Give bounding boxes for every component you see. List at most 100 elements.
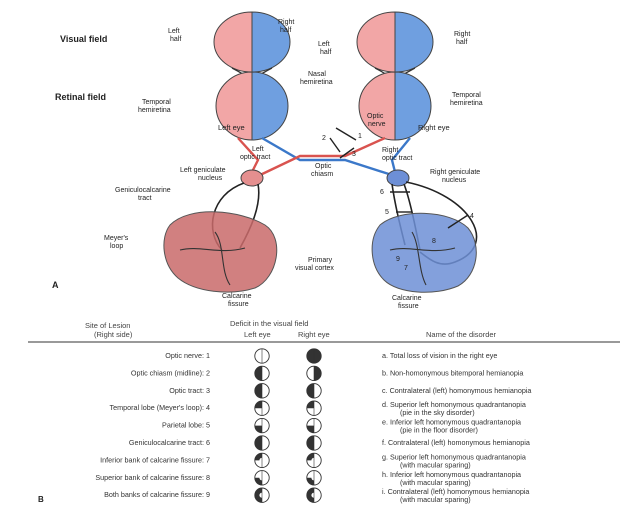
optic-chiasm-label-2: chiasm (311, 171, 333, 178)
row-disorder: g. Superior left homonymous quadrantanop… (382, 452, 526, 461)
lesion-number-7: 7 (404, 265, 408, 272)
col-disorder-header: Name of the disorder (426, 330, 497, 339)
col-left-eye-header: Left eye (244, 330, 271, 339)
optic-nerve-label: Optic (367, 113, 384, 120)
row-disorder: i. Contralateral (left) homonymous hemia… (382, 487, 529, 496)
left-lgn (240, 169, 264, 187)
left-half-label-2: half (170, 36, 181, 43)
row-disorder: a. Total loss of vision in the right eye (382, 351, 497, 360)
row-disorder-note: (with macular sparing) (400, 495, 471, 504)
panel-b-label: B (38, 495, 44, 504)
left-eye-field-icon (254, 400, 270, 416)
col-right-eye-header: Right eye (298, 330, 330, 339)
left-half-label-r: Left (318, 41, 330, 48)
right-lgn-label-2: nucleus (442, 177, 467, 184)
deficit-table: Optic nerve: 1 a. Total loss of vision in… (95, 348, 531, 504)
nasal-hemiretina-label: Nasal (308, 71, 326, 78)
calcarine-right-label: Calcarine (392, 295, 422, 302)
visual-field-left-eye (213, 11, 291, 73)
row-site: Parietal lobe: 5 (162, 421, 210, 430)
col-site-header-2: (Right side) (94, 330, 133, 339)
temporal-hemiretina-right: Temporal (452, 92, 481, 99)
row-site: Superior bank of calcarine fissure: 8 (95, 473, 210, 482)
left-eye-field-icon (254, 365, 270, 382)
right-lgn-label: Right geniculate (430, 169, 480, 176)
panel-a-label: A (52, 280, 59, 290)
calcarine-left-label-2: fissure (228, 301, 249, 308)
temporal-hemiretina-left: Temporal (142, 99, 171, 106)
right-eye-field-icon (306, 348, 322, 364)
left-eye-field-icon (254, 470, 270, 486)
col-site-header: Site of Lesion (85, 321, 130, 330)
temporal-hemiretina-right-2: hemiretina (450, 100, 483, 107)
right-optic-tract-label: Right (382, 147, 398, 154)
right-half-label-r2: half (456, 39, 467, 46)
row-disorder-note: (pie in the sky disorder) (400, 408, 475, 417)
calcarine-left-label: Calcarine (222, 293, 252, 300)
left-half-label: Left (168, 28, 180, 35)
lesion-number-1: 1 (358, 133, 362, 140)
right-visual-cortex (371, 212, 477, 293)
right-eye-field-icon (306, 487, 322, 503)
left-eye-field-icon (254, 435, 270, 451)
row-disorder: c. Contralateral (left) homonymous hemia… (382, 386, 531, 395)
optic-nerve-label-2: nerve (368, 121, 386, 128)
right-eye-field-icon (306, 452, 322, 469)
visual-field-right-eye (356, 11, 434, 73)
left-optic-tract-label: Left (252, 146, 264, 153)
left-lgn-label: Left geniculate (180, 167, 226, 174)
primary-visual-cortex-label-2: visual cortex (295, 265, 334, 272)
right-optic-tract-label-2: optic tract (382, 155, 412, 162)
retinal-field-label: Retinal field (55, 92, 106, 102)
left-eye-field-icon (254, 417, 270, 434)
geniculocalcarine-label-2: tract (138, 195, 152, 202)
table-row: Optic nerve: 1 a. Total loss of vision in… (165, 348, 497, 364)
row-site: Temporal lobe (Meyer's loop): 4 (110, 403, 210, 412)
col-deficit-header: Deficit in the visual field (230, 319, 308, 328)
row-site: Optic nerve: 1 (165, 351, 210, 360)
left-eye-field-icon (254, 383, 270, 399)
right-half-label-2: half (280, 27, 291, 34)
calcarine-right-label-2: fissure (398, 303, 419, 310)
row-disorder: d. Superior left homonymous quadrantanop… (382, 400, 526, 409)
lesion-number-8: 8 (432, 238, 436, 245)
table-row: Parietal lobe: 5 e. Inferior left homonym… (162, 418, 521, 435)
lesion-number-6: 6 (380, 189, 384, 196)
row-disorder-note: (with macular sparing) (400, 460, 471, 469)
right-eye-field-icon (306, 365, 322, 382)
meyers-loop-label-2: loop (110, 243, 123, 250)
nasal-hemiretina-label-2: hemiretina (300, 79, 333, 86)
right-eye-field-icon (306, 383, 322, 399)
primary-visual-cortex-label: Primary (308, 257, 333, 264)
right-eye-label: Right eye (418, 123, 450, 132)
lesion-number-3: 3 (352, 151, 356, 158)
left-visual-cortex (163, 211, 278, 293)
row-site: Optic tract: 3 (169, 386, 210, 395)
right-eye-field-icon (306, 417, 322, 434)
right-half-label-r: Right (454, 31, 470, 38)
right-eye-field-icon (306, 470, 322, 486)
visual-field-label: Visual field (60, 34, 107, 44)
geniculocalcarine-label: Geniculocalcarine (115, 187, 171, 194)
row-site: Optic chiasm (midline): 2 (131, 368, 210, 377)
lesion-number-4: 4 (470, 213, 474, 220)
table-row: Temporal lobe (Meyer's loop): 4 d. Superi… (110, 400, 526, 417)
left-optic-tract-label-2: optic tract (240, 154, 270, 161)
table-row: Superior bank of calcarine fissure: 8 h. … (95, 470, 521, 487)
calcarine-sulci (179, 231, 456, 286)
row-disorder: h. Inferior left homonymous quadrantanop… (382, 470, 521, 479)
retina-left-eye (215, 71, 289, 141)
optic-chiasm-label: Optic (315, 163, 332, 170)
row-disorder: e. Inferior left homonymous quadrantanop… (382, 418, 521, 427)
left-eye-field-icon (254, 348, 270, 364)
left-eye-label: Left eye (218, 123, 245, 132)
lesion-markers (329, 127, 469, 229)
row-disorder-note: (with macular sparing) (400, 478, 471, 487)
meyers-loop-label: Meyer's (104, 235, 129, 242)
right-eye-field-icon (306, 400, 322, 416)
lesion-number-2: 2 (322, 135, 326, 142)
